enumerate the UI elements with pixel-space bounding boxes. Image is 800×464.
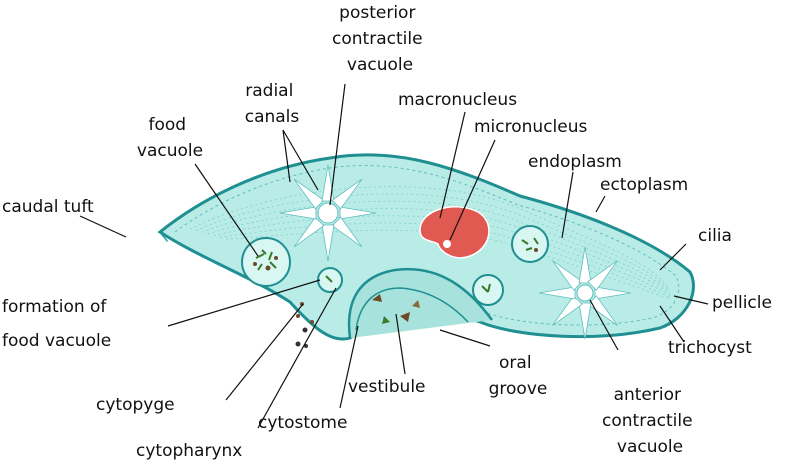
leader-lines bbox=[79, 83, 709, 429]
striation-line bbox=[213, 215, 671, 296]
radial-canal bbox=[552, 260, 583, 291]
label-formation-of-food-vacuole: formation of food vacuole bbox=[2, 297, 112, 351]
radial-canal bbox=[293, 216, 325, 248]
radial-canal bbox=[339, 206, 377, 220]
label-radial-canals: radial canals bbox=[245, 81, 300, 127]
posterior-contractile-vacuole bbox=[279, 164, 377, 262]
label-cytopharynx: cytopharynx bbox=[136, 441, 242, 461]
food-particles bbox=[372, 294, 420, 324]
forming-food-vacuole bbox=[317, 267, 343, 293]
radial-canal bbox=[594, 286, 632, 300]
radial-canal bbox=[587, 260, 618, 291]
label-endoplasm: endoplasm bbox=[528, 152, 622, 172]
radial-canal bbox=[538, 286, 576, 300]
striation-line bbox=[195, 193, 671, 292]
striation-line bbox=[225, 229, 671, 300]
radial-canal bbox=[331, 178, 363, 210]
label-ectoplasm: ectoplasm bbox=[600, 175, 688, 195]
striation-line bbox=[201, 200, 671, 293]
radial-canal bbox=[587, 295, 618, 326]
macronucleus bbox=[419, 206, 490, 259]
food-vacuole-lower bbox=[472, 274, 504, 306]
radial-canal bbox=[279, 206, 317, 220]
label-food-vacuole: food vacuole bbox=[137, 115, 203, 161]
label-oral-groove: oral groove bbox=[489, 353, 548, 399]
food-vacuole-left bbox=[241, 237, 291, 287]
striation-line bbox=[189, 186, 671, 290]
label-cytopyge: cytopyge bbox=[96, 395, 175, 415]
cytopyge-particles bbox=[295, 302, 314, 348]
radial-canal bbox=[293, 178, 325, 210]
label-macronucleus: macronucleus bbox=[398, 90, 517, 110]
ectoplasm-line bbox=[174, 165, 680, 326]
label-cytostome: cytostome bbox=[258, 413, 347, 433]
label-pellicle: pellicle bbox=[712, 293, 772, 313]
striations bbox=[189, 186, 671, 300]
label-trichocyst: trichocyst bbox=[668, 338, 752, 358]
radial-canal bbox=[578, 302, 592, 340]
radial-canal bbox=[321, 164, 335, 202]
labels: posterior contractile vacuole radial can… bbox=[2, 3, 772, 461]
striation-line bbox=[207, 208, 671, 295]
radial-canal bbox=[321, 224, 335, 262]
radial-canal bbox=[578, 246, 592, 284]
radial-canal bbox=[552, 295, 583, 326]
label-caudal-tuft: caudal tuft bbox=[2, 197, 94, 217]
striation-line bbox=[219, 222, 671, 298]
micronucleus bbox=[441, 238, 453, 250]
label-cilia: cilia bbox=[698, 226, 732, 246]
label-micronucleus: micronucleus bbox=[474, 117, 587, 137]
label-anterior-contractile-vacuole: anterior contractile vacuole bbox=[602, 385, 698, 457]
label-vestibule: vestibule bbox=[348, 377, 426, 397]
food-vacuole-right bbox=[511, 225, 549, 263]
vestibule bbox=[355, 287, 469, 331]
label-posterior-contractile-vacuole: posterior contractile vacuole bbox=[332, 3, 428, 75]
radial-canal bbox=[331, 216, 363, 248]
anterior-contractile-vacuole bbox=[538, 246, 632, 340]
